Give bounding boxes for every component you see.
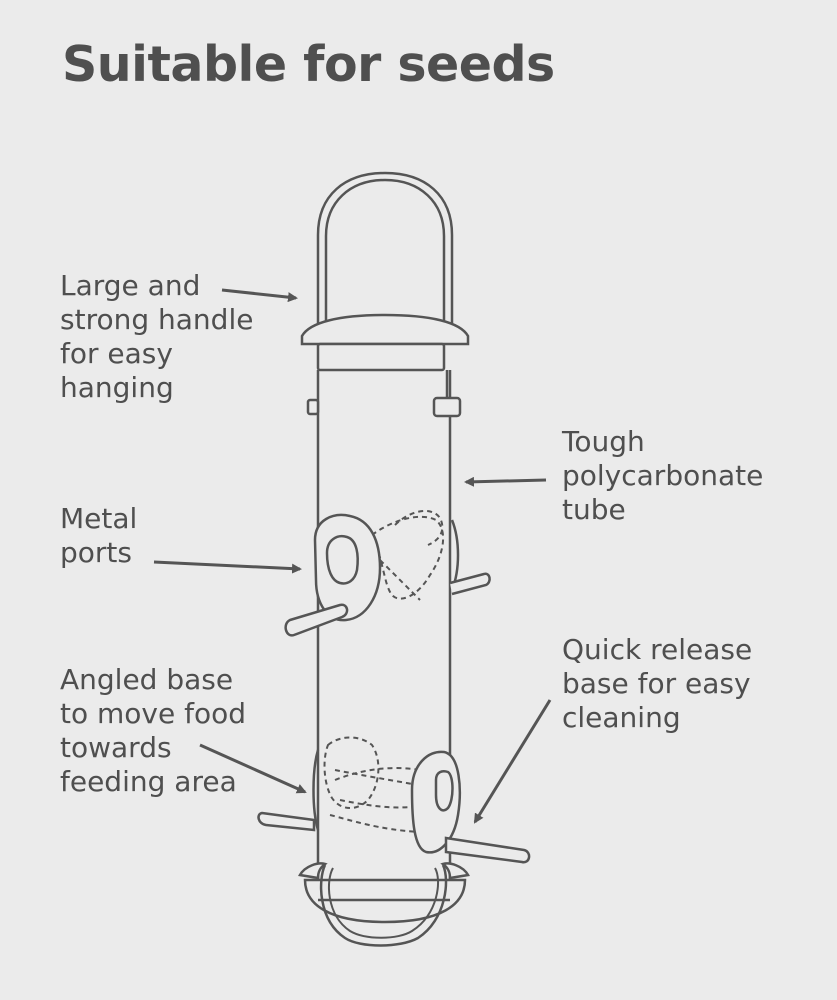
- upper-port: [284, 513, 491, 637]
- callout-tube: Tough polycarbonate tube: [562, 425, 763, 527]
- lower-port-back-dashed: [323, 736, 421, 833]
- callout-handle: Large and strong handle for easy hanging: [60, 269, 253, 405]
- arrow-release: [473, 699, 552, 824]
- lid: [300, 313, 470, 372]
- diagram-title: Suitable for seeds: [62, 36, 555, 93]
- callout-ports: Metal ports: [60, 502, 137, 570]
- callout-release-line-2: base for easy: [562, 667, 751, 700]
- upper-port-back-dashed: [370, 509, 445, 601]
- callout-base-line-4: feeding area: [60, 765, 237, 798]
- callout-tube-line-3: tube: [562, 493, 626, 526]
- arrow-tube: [464, 476, 547, 487]
- callout-base: Angled base to move food towards feeding…: [60, 663, 246, 799]
- callout-handle-line-1: Large and: [60, 269, 201, 302]
- callout-handle-line-2: strong handle: [60, 303, 254, 336]
- arrow-ports: [153, 560, 302, 574]
- callout-base-line-3: towards: [60, 731, 172, 764]
- callout-arrows: [153, 288, 552, 824]
- callout-base-line-1: Angled base: [60, 663, 234, 696]
- callout-release: Quick release base for easy cleaning: [562, 633, 752, 735]
- callout-handle-line-3: for easy: [60, 337, 173, 370]
- callout-ports-line-2: ports: [60, 536, 132, 569]
- callout-base-line-2: to move food: [60, 697, 247, 730]
- callout-tube-line-1: Tough: [562, 425, 645, 458]
- base: [298, 862, 470, 947]
- callout-release-line-3: cleaning: [562, 701, 681, 734]
- callout-ports-line-1: Metal: [60, 502, 138, 535]
- callout-tube-line-2: polycarbonate: [562, 459, 764, 492]
- arrow-handle: [221, 288, 298, 303]
- callout-handle-line-4: hanging: [60, 371, 174, 404]
- lower-port: [257, 749, 531, 864]
- arrow-base: [199, 743, 307, 794]
- handle: [316, 171, 454, 332]
- callout-release-line-1: Quick release: [562, 633, 753, 666]
